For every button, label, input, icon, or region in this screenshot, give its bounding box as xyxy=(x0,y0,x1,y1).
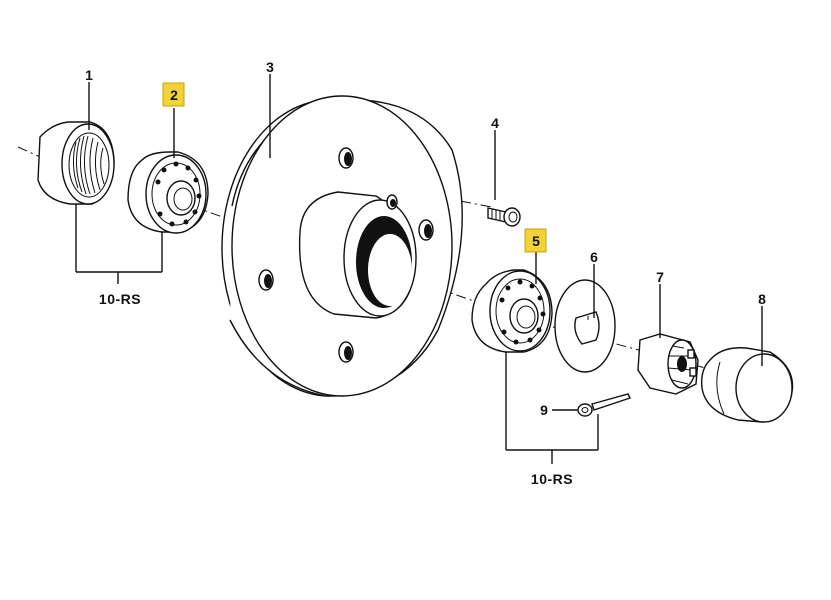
part-2-bearing-left xyxy=(127,151,209,234)
highlight-box-5 xyxy=(524,228,547,253)
label-part-2[interactable]: 2 xyxy=(170,87,178,103)
group-bracket-right xyxy=(505,352,599,464)
leader-lines xyxy=(88,74,763,411)
label-part-6[interactable]: 6 xyxy=(590,249,598,265)
part-4-bolt xyxy=(487,207,521,227)
label-group-right[interactable]: 10-RS xyxy=(531,471,573,487)
label-part-1[interactable]: 1 xyxy=(85,67,93,83)
label-part-7[interactable]: 7 xyxy=(656,269,664,285)
part-8-dust-cap xyxy=(700,347,794,423)
part-6-washer xyxy=(554,279,616,373)
label-part-8[interactable]: 8 xyxy=(758,291,766,307)
label-group-left[interactable]: 10-RS xyxy=(99,291,141,307)
label-part-3[interactable]: 3 xyxy=(266,59,274,75)
part-7-castle-nut xyxy=(637,333,699,395)
label-part-4[interactable]: 4 xyxy=(491,115,499,131)
label-part-5[interactable]: 5 xyxy=(532,233,540,249)
part-3-brake-disc xyxy=(221,95,463,397)
part-1-sleeve xyxy=(37,121,115,205)
label-part-9[interactable]: 9 xyxy=(540,402,548,418)
part-9-cotter-pin xyxy=(577,393,631,417)
part-5-bearing-right xyxy=(471,269,553,353)
highlight-box-2 xyxy=(162,82,185,107)
group-bracket-left xyxy=(75,204,163,284)
